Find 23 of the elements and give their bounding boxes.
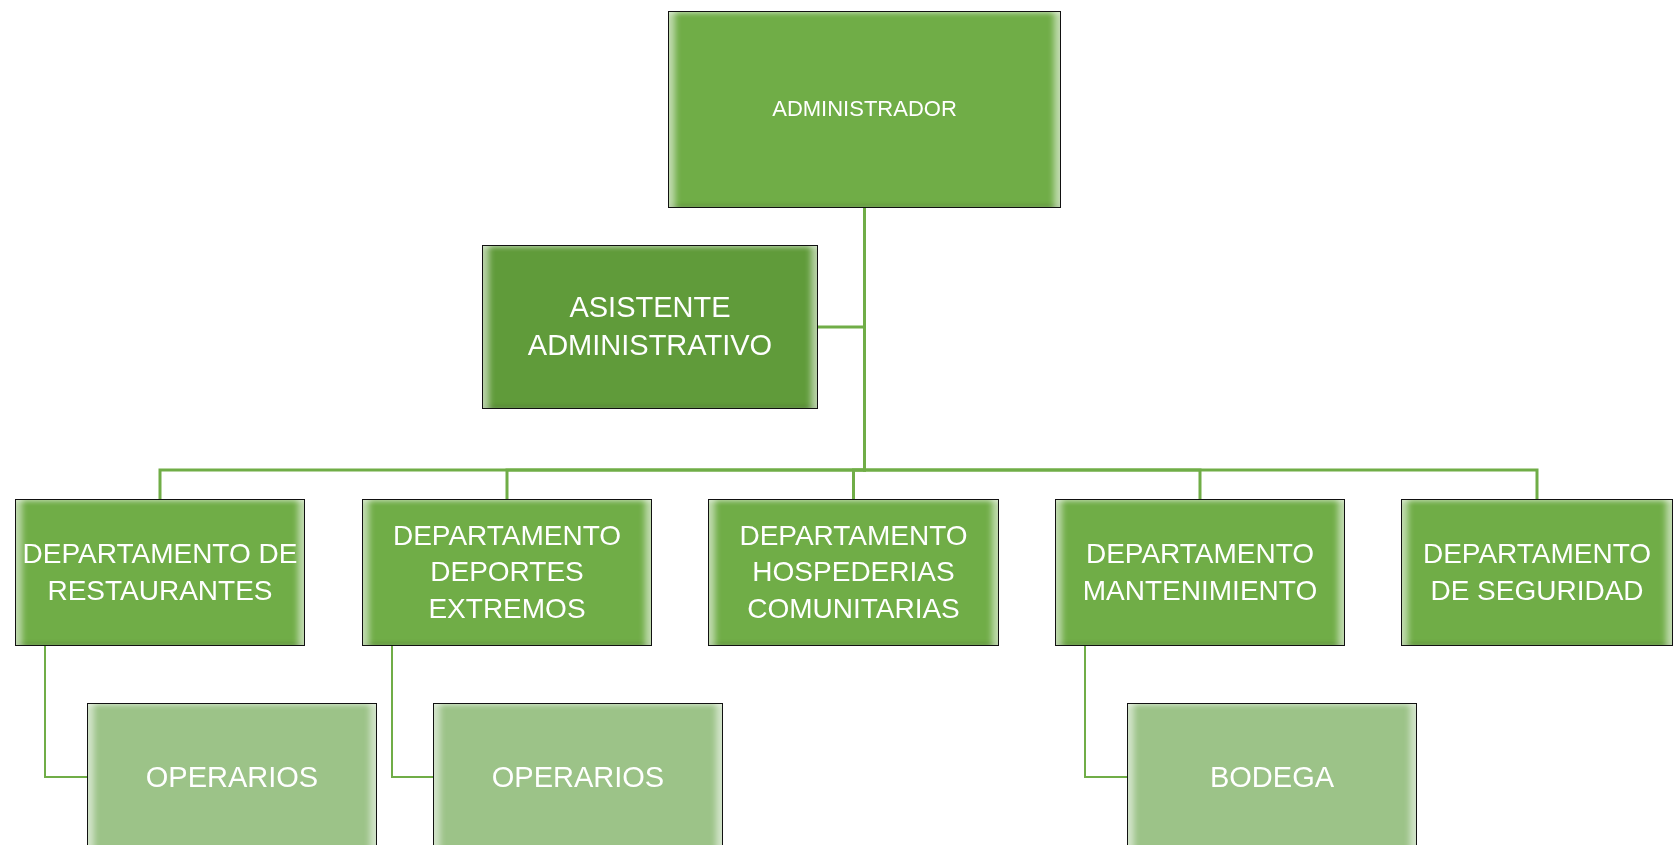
box-label: ADMINISTRADOR	[772, 95, 957, 124]
box-label: DEPARTAMENTO DE SEGURIDAD	[1421, 537, 1653, 608]
box-label: ASISTENTE ADMINISTRATIVO	[526, 290, 774, 363]
box-label: BODEGA	[1209, 760, 1335, 796]
org-box	[1401, 499, 1673, 646]
box-label: DEPARTAMENTO HOSPEDERIAS COMUNITARIAS	[738, 518, 969, 626]
box-label: OPERARIOS	[491, 760, 665, 796]
org-box	[433, 703, 723, 845]
box-label: DEPARTAMENTO MANTENIMIENTO	[1081, 537, 1319, 608]
org-box	[362, 499, 652, 646]
box-label: DEPARTAMENTO DE RESTAURANTES	[22, 537, 298, 608]
connector-line	[1084, 645, 1128, 778]
box-label: DEPARTAMENTO DEPORTES EXTREMOS	[391, 518, 623, 626]
org-box	[482, 245, 818, 409]
connector-line	[44, 645, 88, 778]
box-label: OPERARIOS	[145, 760, 319, 796]
org-box	[87, 703, 377, 845]
org-box	[1055, 499, 1345, 646]
org-box	[15, 499, 305, 646]
connector-line	[391, 645, 434, 778]
org-box	[1127, 703, 1417, 845]
org-box	[708, 499, 999, 646]
org-box	[668, 11, 1061, 208]
